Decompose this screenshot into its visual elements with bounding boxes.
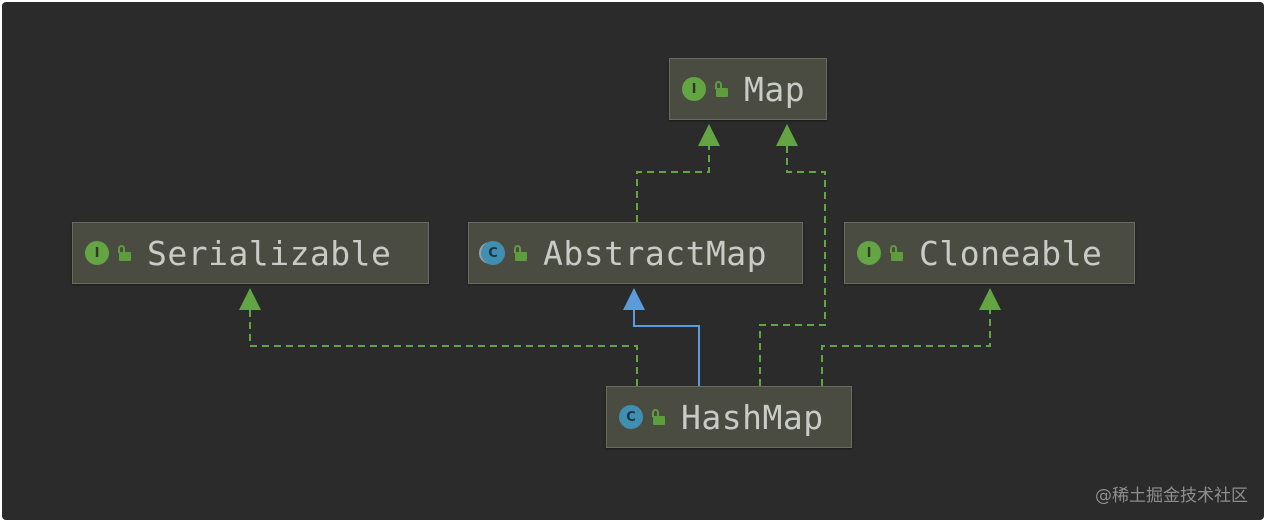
- abstract-class-icon: C: [481, 241, 505, 265]
- node-hashmap[interactable]: C HashMap: [606, 386, 852, 448]
- node-label: Map: [744, 69, 806, 109]
- public-lock-icon: [117, 243, 131, 263]
- node-abstractmap[interactable]: C AbstractMap: [468, 222, 803, 284]
- arrowhead-abstractmap: [623, 288, 645, 310]
- interface-icon: I: [682, 77, 706, 101]
- edge-hashmap-cloneable: [821, 310, 991, 386]
- node-label: Cloneable: [919, 233, 1103, 273]
- node-serializable[interactable]: I Serializable: [72, 222, 429, 284]
- edge-hashmap-map: [759, 146, 826, 386]
- node-label: HashMap: [681, 397, 824, 437]
- node-label: AbstractMap: [543, 233, 768, 273]
- edge-hashmap-abstractmap: [633, 310, 700, 386]
- public-lock-icon: [889, 243, 903, 263]
- arrowhead-map-right: [776, 124, 798, 146]
- node-label: Serializable: [147, 233, 392, 273]
- watermark: @稀土掘金技术社区: [1095, 486, 1248, 506]
- interface-icon: I: [85, 241, 109, 265]
- edge-abstractmap-map: [636, 146, 710, 222]
- arrowhead-map-left: [698, 124, 720, 146]
- class-icon: C: [619, 405, 643, 429]
- edge-hashmap-serializable: [249, 310, 638, 386]
- node-map[interactable]: I Map: [669, 58, 827, 120]
- interface-icon: I: [857, 241, 881, 265]
- public-lock-icon: [513, 243, 527, 263]
- public-lock-icon: [651, 407, 665, 427]
- public-lock-icon: [714, 79, 728, 99]
- arrowhead-serializable: [239, 288, 261, 310]
- node-cloneable[interactable]: I Cloneable: [844, 222, 1135, 284]
- arrowhead-cloneable: [979, 288, 1001, 310]
